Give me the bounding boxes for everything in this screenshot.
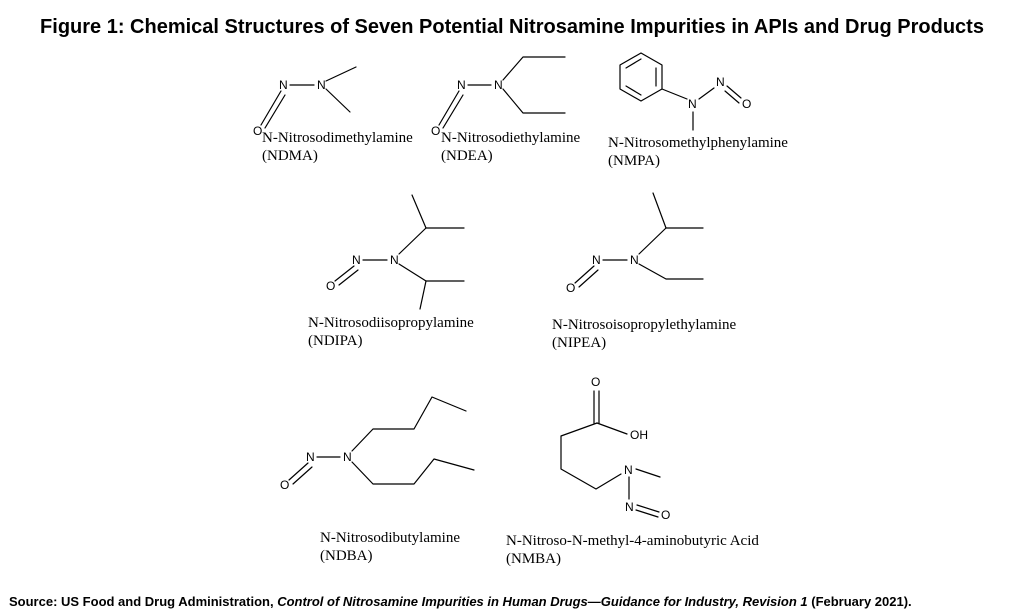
nmba-label: N-Nitroso-N-methyl-4-aminobutyric Acid (…	[506, 532, 759, 568]
compound-abbreviation: (NIPEA)	[552, 335, 607, 351]
compound-name: N-Nitrosoisopropylethylamine	[552, 317, 737, 333]
atom-o: O	[742, 97, 751, 111]
butyric-chain	[560, 422, 622, 490]
double-bond	[264, 94, 286, 129]
butyl-bond	[351, 396, 467, 452]
atom-n: N	[317, 78, 326, 92]
ndea-label: N-Nitrosodiethylamine (NDEA)	[441, 129, 580, 165]
benzene-ring	[619, 52, 663, 102]
figure-title: Figure 1: Chemical Structures of Seven P…	[40, 16, 984, 38]
atom-n: N	[494, 78, 503, 92]
ndma-label: N-Nitrosodimethylamine (NDMA)	[262, 129, 413, 165]
compound-abbreviation: (NDBA)	[320, 548, 373, 564]
compound-abbreviation: (NDIPA)	[308, 333, 363, 349]
butyl-bond	[351, 458, 475, 485]
atom-o: O	[566, 281, 575, 295]
ethyl-bond	[638, 263, 704, 280]
compound-name: N-Nitrosodiethylamine	[441, 130, 581, 146]
atom-o: O	[591, 375, 600, 389]
compound-abbreviation: (NMPA)	[608, 153, 660, 169]
atom-n: N	[625, 500, 634, 514]
source-prefix: Source: US Food and Drug Administration,	[9, 594, 278, 609]
double-bond	[578, 269, 599, 288]
atom-n: N	[457, 78, 466, 92]
atom-o: O	[253, 124, 262, 138]
double-bond	[438, 90, 460, 126]
bond	[411, 194, 427, 229]
ndipa-label: N-Nitrosodiisopropylamine (NDIPA)	[308, 314, 474, 350]
double-bond	[338, 269, 359, 286]
atom-o: O	[431, 124, 440, 138]
double-bond	[574, 265, 595, 284]
bond	[419, 280, 427, 310]
bond	[398, 263, 427, 282]
double-bond	[442, 94, 464, 129]
atom-o: O	[280, 478, 289, 492]
aromatic-bond	[625, 58, 642, 69]
double-bond	[635, 509, 659, 518]
source-publication: Control of Nitrosamine Impurities in Hum…	[277, 594, 808, 609]
atom-o: O	[661, 508, 670, 522]
bond	[698, 87, 715, 100]
atom-n: N	[390, 253, 399, 267]
compound-name: N-Nitrosodiisopropylamine	[308, 315, 474, 331]
atom-n: N	[352, 253, 361, 267]
source-suffix: (February 2021).	[807, 594, 912, 609]
bond	[635, 468, 661, 478]
ethyl-bond	[502, 56, 566, 81]
compound-abbreviation: (NDEA)	[441, 148, 493, 164]
compound-name: N-Nitrosodimethylamine	[262, 130, 413, 146]
aromatic-bond	[625, 85, 642, 96]
compound-name: N-Nitroso-N-methyl-4-aminobutyric Acid	[506, 533, 759, 549]
nmpa-label: N-Nitrosomethylphenylamine (NMPA)	[608, 134, 788, 170]
compound-abbreviation: (NMBA)	[506, 551, 561, 567]
bond	[661, 88, 688, 100]
bond	[638, 227, 667, 255]
atom-n: N	[592, 253, 601, 267]
compound-abbreviation: (NDMA)	[262, 148, 318, 164]
atom-n: N	[279, 78, 288, 92]
atom-n: N	[343, 450, 352, 464]
atom-oh: OH	[630, 428, 648, 442]
double-bond	[724, 90, 740, 104]
bond	[325, 88, 351, 113]
double-bond	[292, 466, 313, 485]
atom-o: O	[326, 279, 335, 293]
double-bond	[636, 504, 660, 513]
double-bond	[260, 90, 282, 126]
bond	[398, 227, 427, 255]
double-bond	[334, 265, 355, 282]
double-bond	[288, 462, 309, 481]
bond	[596, 422, 628, 435]
nipea-label: N-Nitrosoisopropylethylamine (NIPEA)	[552, 316, 736, 352]
ethyl-bond	[502, 88, 566, 114]
atom-n: N	[306, 450, 315, 464]
compound-name: N-Nitrosomethylphenylamine	[608, 135, 788, 151]
bond	[652, 192, 667, 229]
atom-n: N	[688, 97, 697, 111]
source-citation: Source: US Food and Drug Administration,…	[9, 594, 912, 610]
atom-n: N	[716, 75, 725, 89]
double-bond	[726, 85, 742, 99]
compound-name: N-Nitrosodibutylamine	[320, 530, 460, 546]
atom-n: N	[624, 463, 633, 477]
ndba-label: N-Nitrosodibutylamine (NDBA)	[320, 529, 460, 565]
atom-n: N	[630, 253, 639, 267]
bond	[325, 66, 357, 82]
